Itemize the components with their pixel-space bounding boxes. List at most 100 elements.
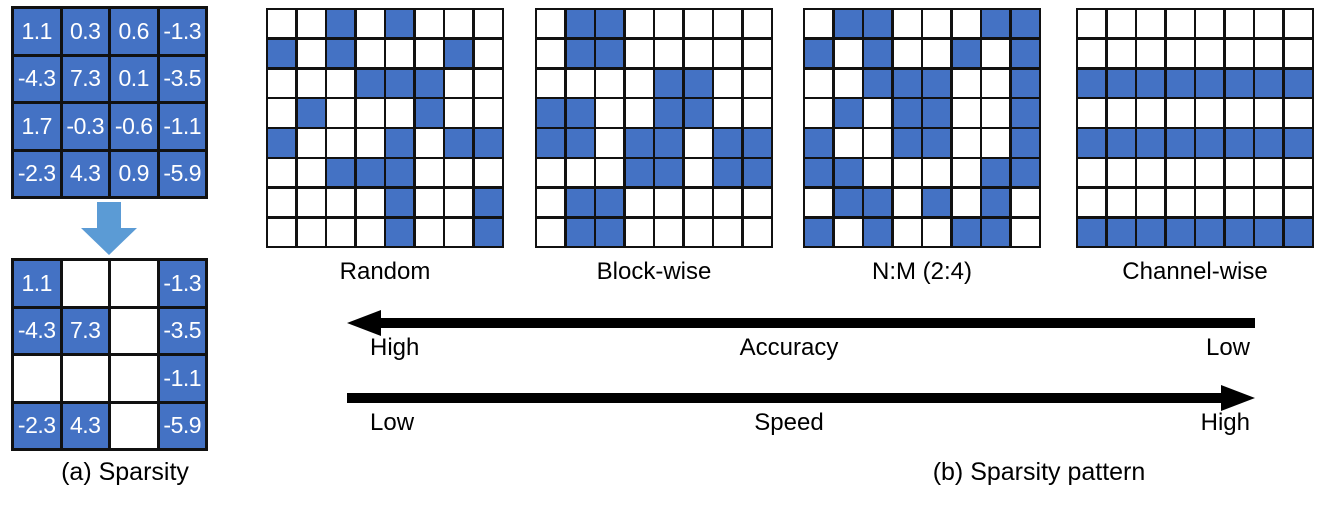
pattern-cell — [1225, 39, 1253, 68]
pattern-cell — [1284, 69, 1312, 97]
pattern-cell — [297, 159, 325, 187]
pattern-cell — [474, 159, 502, 187]
pattern-cell — [625, 10, 653, 38]
pattern-cell — [684, 159, 712, 187]
pattern-cell — [386, 188, 414, 217]
pattern-cell — [1196, 99, 1224, 127]
pattern-cell — [655, 188, 683, 217]
sparse-matrix-cell: -5.9 — [159, 403, 205, 448]
pattern-cell — [596, 10, 624, 38]
pattern-cell — [327, 10, 355, 38]
pattern-label-nm: N:M (2:4) — [871, 258, 972, 285]
right-arrow-icon — [347, 385, 1255, 411]
pattern-cell — [1137, 129, 1165, 157]
pattern-cell — [268, 39, 296, 68]
pattern-cell — [625, 218, 653, 246]
pattern-cell — [386, 218, 414, 246]
caption-sparsity: (a) Sparsity — [61, 458, 189, 486]
pattern-cell — [1166, 159, 1194, 187]
pattern-cell — [805, 129, 833, 157]
pattern-cell — [625, 69, 653, 97]
pattern-cell — [356, 69, 384, 97]
pattern-cell — [268, 188, 296, 217]
pattern-cell — [714, 188, 742, 217]
pattern-cell — [982, 218, 1010, 246]
axis-accuracy-left-label: High — [370, 334, 420, 361]
pattern-cell — [386, 129, 414, 157]
pattern-cell — [415, 99, 443, 127]
pattern-cell — [893, 10, 921, 38]
left-arrow-icon — [347, 310, 1255, 336]
pattern-cell — [952, 129, 980, 157]
pattern-cell — [537, 99, 565, 127]
dense-matrix-cell: 0.6 — [111, 9, 157, 54]
pattern-label-random: Random — [339, 258, 431, 285]
pattern-cell — [625, 129, 653, 157]
pattern-cell — [952, 188, 980, 217]
pattern-cell — [1166, 99, 1194, 127]
sparse-matrix-cell — [14, 356, 60, 401]
dense-matrix-cell: -2.3 — [14, 151, 60, 196]
pattern-cell — [1225, 218, 1253, 246]
pattern-cell — [1137, 69, 1165, 97]
pattern-cell — [1284, 99, 1312, 127]
panel-sparsity-pattern: Random Block-wise N:M (2:4) Channel-wise… — [250, 0, 1328, 506]
sparse-matrix-cell: 1.1 — [14, 261, 60, 306]
pattern-cell — [1011, 39, 1039, 68]
pattern-cell — [596, 39, 624, 68]
pattern-cell — [415, 129, 443, 157]
pattern-cell — [386, 39, 414, 68]
pattern-cell — [445, 188, 473, 217]
pattern-cell — [805, 10, 833, 38]
pattern-cell — [327, 99, 355, 127]
pattern-cell — [596, 69, 624, 97]
dense-matrix-cell: -3.5 — [159, 56, 205, 101]
pattern-cell — [1166, 218, 1194, 246]
pattern-cell — [415, 188, 443, 217]
pattern-cell — [1078, 188, 1106, 217]
sparse-matrix-cell: -3.5 — [159, 308, 205, 353]
pattern-cell — [566, 10, 594, 38]
pattern-cell — [893, 159, 921, 187]
dense-matrix-cell: 7.3 — [62, 56, 108, 101]
pattern-cell — [864, 129, 892, 157]
pattern-cell — [356, 39, 384, 68]
pattern-cell — [537, 159, 565, 187]
pattern-cell — [1166, 10, 1194, 38]
dense-matrix-cell: 1.7 — [14, 104, 60, 149]
sparse-matrix-cell: -2.3 — [14, 403, 60, 448]
pattern-cell — [982, 129, 1010, 157]
pattern-cell — [596, 99, 624, 127]
pattern-cell — [1225, 188, 1253, 217]
sparse-matrix-cell: 4.3 — [62, 403, 108, 448]
pattern-cell — [327, 188, 355, 217]
pattern-cell — [805, 39, 833, 68]
pattern-cell — [982, 99, 1010, 127]
pattern-cell — [268, 159, 296, 187]
pattern-cell — [1137, 10, 1165, 38]
axis-speed: Low Speed High — [250, 375, 1328, 445]
pattern-cell — [1284, 188, 1312, 217]
pattern-cell — [1166, 39, 1194, 68]
pattern-cell — [625, 188, 653, 217]
pattern-cell — [474, 129, 502, 157]
pattern-cell — [327, 129, 355, 157]
pattern-cell — [684, 39, 712, 68]
pattern-cell — [1011, 10, 1039, 38]
pattern-cell — [805, 69, 833, 97]
pattern-cell — [566, 218, 594, 246]
dense-matrix-cell: 0.3 — [62, 9, 108, 54]
pattern-cell — [415, 39, 443, 68]
pattern-cell — [415, 159, 443, 187]
pattern-cell — [297, 39, 325, 68]
pattern-cell — [1255, 218, 1283, 246]
pattern-cell — [1137, 218, 1165, 246]
down-arrow-icon — [75, 202, 143, 256]
pattern-grid-nm — [803, 8, 1041, 248]
pattern-cell — [327, 218, 355, 246]
pattern-cell — [537, 188, 565, 217]
pattern-cell — [445, 99, 473, 127]
pattern-cell — [1255, 39, 1283, 68]
pattern-cell — [952, 159, 980, 187]
